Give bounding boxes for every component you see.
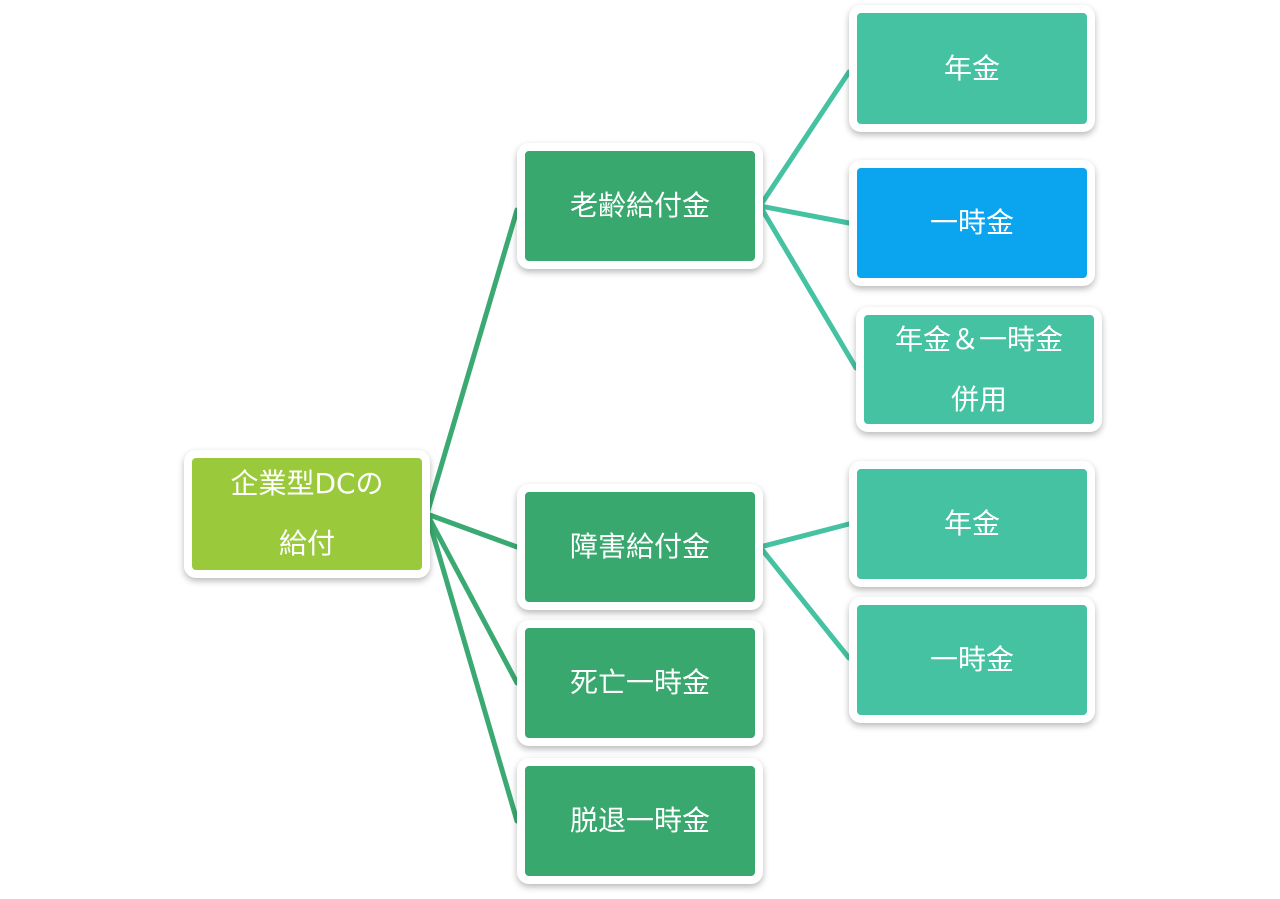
branch-node-dattai-ichijikin: 脱退一時金: [517, 758, 763, 884]
leaf-node-shogai-ichijikin: 一時金: [849, 597, 1095, 723]
root-node-line-2: 給付: [278, 527, 335, 560]
leaf-node-rourei-ichijikin: 一時金: [849, 160, 1095, 286]
leaf-node-label-line-1: 年金＆一時金: [894, 322, 1063, 356]
root-node-line-1: 企業型DCの: [230, 467, 384, 500]
branch-node-shibou-ichijikin: 死亡一時金: [517, 620, 763, 746]
connector-root-dattai: [424, 511, 520, 824]
leaf-node-label: 年金: [943, 51, 1000, 85]
connector-shogai-nenkin: [757, 521, 852, 550]
connector-root-shibou: [424, 511, 520, 686]
leaf-node-label: 一時金: [929, 643, 1014, 677]
branch-node-shogai-kyufukin: 障害給付金: [517, 484, 763, 610]
connector-shogai-ichiji: [757, 544, 852, 661]
leaf-node-label: 一時金: [929, 206, 1014, 240]
branch-node-label: 死亡一時金: [569, 666, 710, 700]
leaf-node-label-line-2: 併用: [950, 382, 1007, 416]
leaf-node-rourei-nenkin: 年金: [849, 5, 1095, 132]
connector-rourei-nenkin: [757, 69, 852, 209]
connector-root-rourei: [424, 207, 520, 517]
connector-root-shogai: [424, 511, 520, 550]
root-node-kigyougata-dc-benefits: 企業型DCの 給付: [184, 450, 430, 578]
branch-node-label: 老齢給付金: [569, 189, 710, 223]
branch-node-label: 障害給付金: [569, 530, 710, 564]
leaf-node-label: 年金: [943, 507, 1000, 541]
connector-rourei-heiyou: [757, 203, 859, 371]
leaf-node-shogai-nenkin: 年金: [849, 461, 1095, 587]
branch-node-rourei-kyufukin: 老齢給付金: [517, 143, 763, 269]
connector-rourei-ichiji: [757, 203, 852, 226]
branch-node-label: 脱退一時金: [569, 804, 710, 838]
leaf-node-rourei-heiyou: 年金＆一時金 併用: [856, 307, 1102, 432]
